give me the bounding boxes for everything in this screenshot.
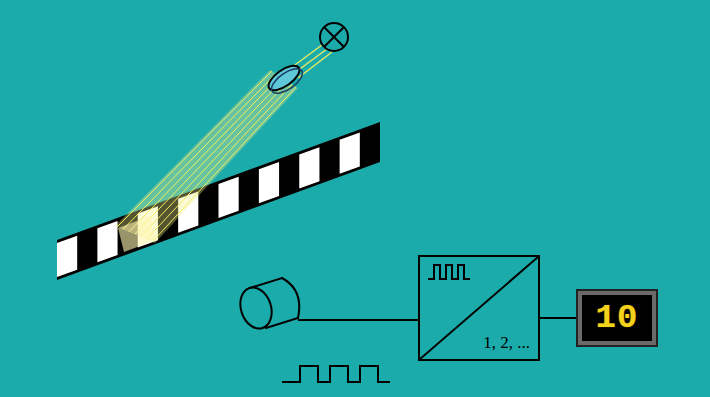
lens: [265, 61, 304, 95]
lamp-symbol: [320, 23, 348, 51]
pulse-signal: [282, 366, 390, 382]
photodetector: [235, 278, 299, 333]
lens-edge: [268, 64, 307, 98]
output-wire: [540, 317, 578, 319]
converter-box: 1, 2, ...: [418, 255, 540, 361]
display-count: 10: [596, 299, 639, 337]
beam-rays: [117, 71, 296, 241]
counter-display: 10: [578, 291, 656, 345]
counter-label: 1, 2, ...: [483, 333, 530, 353]
light-beam: [115, 70, 298, 243]
lit-spot: [118, 216, 156, 252]
signal-wire: [298, 319, 420, 321]
